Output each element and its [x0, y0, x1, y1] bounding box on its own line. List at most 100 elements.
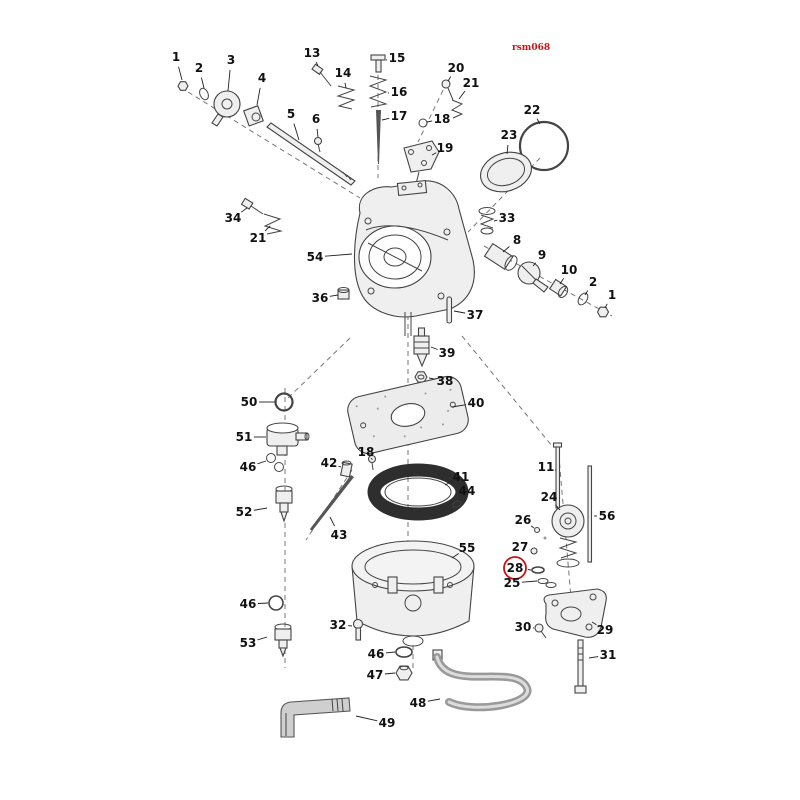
bolt-boss [437, 292, 445, 300]
part-number: 15 [389, 51, 406, 65]
part-number: 48 [410, 696, 427, 710]
bowl-screw-head [352, 618, 364, 630]
accelerator-pump-assembly [530, 442, 607, 694]
bolt-boss [443, 228, 451, 236]
part-number: 17 [391, 109, 408, 123]
nut-drawing [177, 81, 189, 91]
body-nut-drawing [337, 289, 350, 300]
part-number: 9 [538, 248, 546, 262]
part-number: 3 [227, 53, 235, 67]
pump-o-ring-drawing [531, 566, 545, 574]
clamp-hole [251, 112, 261, 122]
leader-line [264, 225, 271, 232]
leader-line [329, 294, 339, 297]
jet-screw-shaft [371, 461, 374, 471]
pump-rod-cap [552, 442, 563, 448]
throttle-shaft-drawing [266, 122, 356, 186]
fitting-barb [416, 353, 428, 368]
part-number: 44 [459, 484, 476, 498]
leader-line [447, 76, 452, 82]
part-label-47: 47 [367, 668, 396, 682]
screw-spring-drawing [450, 99, 464, 119]
leader-line [426, 120, 433, 123]
float-needle-drawing [310, 475, 354, 531]
part-number: 49 [379, 716, 396, 730]
part-number: 2 [589, 275, 597, 289]
part-number: 37 [467, 308, 484, 322]
intake-side-screw-assembly [240, 197, 283, 235]
leader-line [257, 602, 269, 604]
part-number: 38 [437, 374, 454, 388]
part-label-1: 1 [172, 50, 183, 81]
bolt-boss [367, 287, 375, 295]
pump-screw-shaft [540, 630, 547, 639]
leader-line [178, 66, 183, 81]
part-number: 2 [195, 61, 203, 75]
part-label-28: 28 [503, 556, 532, 580]
idle-screw-head [311, 63, 324, 76]
part-label-41: 41 [444, 470, 470, 486]
part-label-42: 42 [321, 456, 342, 470]
small-seal-drawing [452, 500, 462, 508]
part-label-46: 46 [240, 460, 267, 474]
gasket-texture [355, 405, 358, 408]
bowl-post [387, 576, 398, 594]
part-number: 41 [453, 470, 470, 484]
part-label-32: 32 [330, 618, 353, 632]
gasket-texture [420, 426, 423, 429]
lever-tab [211, 113, 224, 127]
part-label-1: 1 [604, 288, 616, 309]
gasket-texture [376, 407, 379, 410]
float-bowl-assembly [351, 540, 475, 681]
part-number: 19 [437, 141, 454, 155]
part-number: 42 [321, 456, 338, 470]
leader-line [444, 481, 453, 486]
part-number: 32 [330, 618, 347, 632]
pump-washer [537, 578, 549, 584]
figure-code: rsm068 [512, 43, 550, 53]
seat-top [266, 422, 299, 434]
fuel-hose-highlight [435, 655, 529, 709]
leader-line [344, 82, 347, 89]
spring-seat [556, 558, 580, 568]
bolt-boss [364, 217, 372, 225]
seat-bottom-tube [276, 445, 288, 456]
top-right-screw-assembly [441, 79, 464, 119]
intermediate-jet-drawing [275, 490, 293, 504]
part-label-31: 31 [588, 648, 617, 662]
part-label-36: 36 [312, 291, 339, 305]
part-number: 46 [240, 460, 257, 474]
cover-disc-inner [486, 157, 526, 187]
part-label-26: 26 [515, 513, 535, 529]
washer-drawing [199, 87, 209, 101]
jet-tip [280, 511, 288, 523]
bracket-hole [417, 182, 423, 188]
bowl-screw-shaft [355, 627, 362, 641]
lever-slot [521, 265, 537, 281]
screw-head [441, 79, 451, 89]
bowl-jet-well [404, 594, 422, 612]
gasket-texture [372, 435, 375, 438]
leader-line [315, 61, 319, 67]
part-number: 31 [600, 648, 617, 662]
body-top-bracket [396, 179, 428, 197]
part-number: 34 [225, 211, 242, 225]
part-label-50: 50 [241, 395, 275, 409]
part-label-2: 2 [195, 61, 205, 89]
jet-needle-drawing [376, 110, 381, 164]
part-label-52: 52 [236, 505, 268, 519]
bolt-head [574, 685, 587, 694]
part-label-21: 21 [250, 225, 271, 245]
leader-line [324, 253, 353, 257]
part-number: 26 [515, 513, 532, 527]
part-label-55: 55 [451, 541, 475, 559]
gasket-texture [447, 409, 450, 412]
idle-screw-assembly [311, 63, 356, 110]
part-label-18: 18 [426, 112, 450, 126]
leader-line [604, 303, 608, 309]
leader-line [458, 498, 462, 502]
leader-line [458, 90, 466, 100]
leader-line [257, 460, 267, 465]
